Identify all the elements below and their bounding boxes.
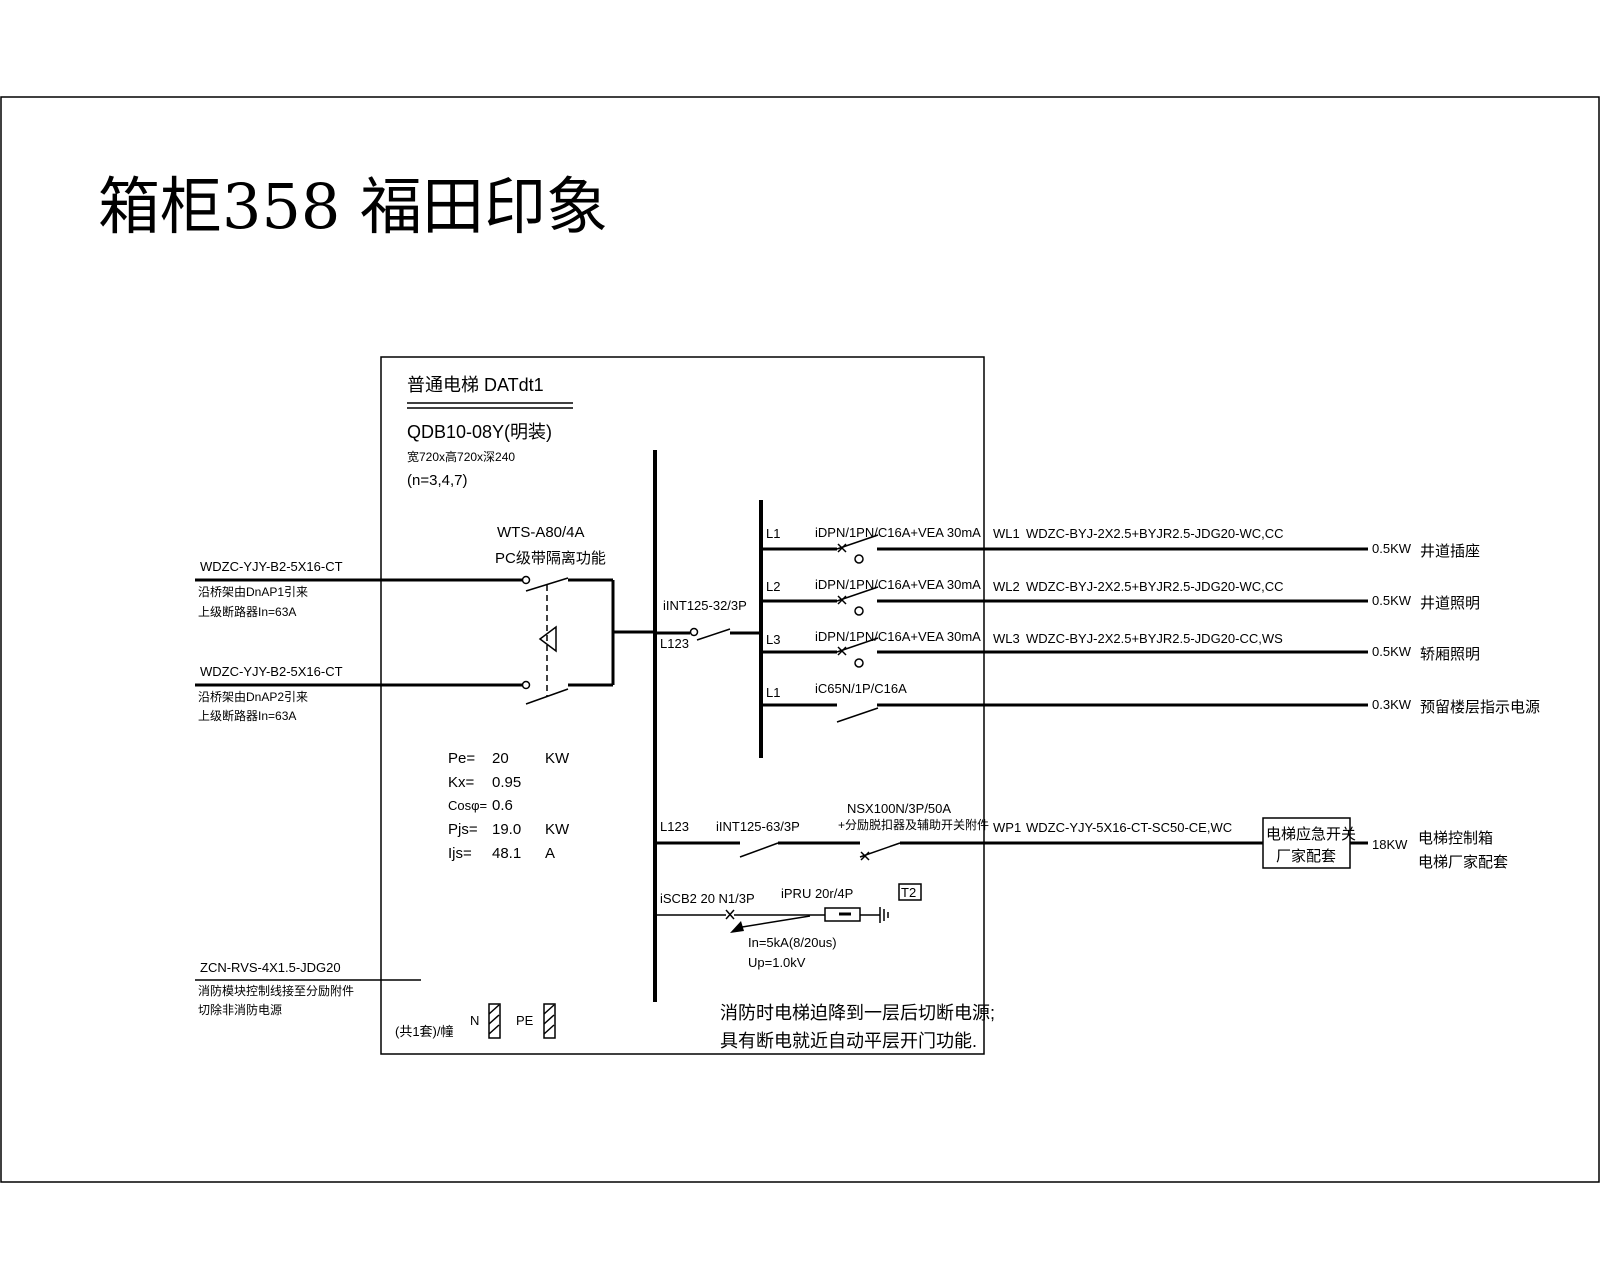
- feeder-1-desc: 井道插座: [1420, 543, 1480, 560]
- sheet-frame: [0, 96, 1600, 1183]
- spd-breaker: iSCB2 20 N1/3P: [660, 891, 755, 906]
- power-feeder-load: 18KW: [1372, 837, 1408, 852]
- pe-bar-hatch: [543, 1004, 555, 1035]
- svg-text:Cosφ=: Cosφ=: [448, 798, 487, 813]
- spd-tag: T2: [901, 885, 916, 900]
- note-line-1: 消防时电梯迫降到一层后切断电源;: [720, 1003, 995, 1023]
- n-bar: [488, 1003, 501, 1039]
- panel-size: 宽720x高720x深240: [407, 449, 515, 464]
- panel-name: 普通电梯 DATdt1: [407, 375, 544, 395]
- svg-text:Ijs=: Ijs=: [448, 845, 472, 862]
- incoming-2-note2: 上级断路器In=63A: [198, 708, 296, 723]
- panel-floors: (n=3,4,7): [407, 472, 467, 489]
- switch-box-line2: 厂家配套: [1276, 848, 1336, 865]
- svg-text:48.1: 48.1: [492, 845, 521, 862]
- feeder-3-breaker: iDPN/1PN/C16A+VEA 30mA: [815, 629, 981, 644]
- feeder-3-circuit: WL3: [993, 631, 1020, 646]
- power-feeder-desc2: 电梯厂家配套: [1418, 854, 1508, 871]
- panel-model: QDB10-08Y(明装): [407, 422, 552, 442]
- svg-text:0.95: 0.95: [492, 774, 521, 791]
- power-feeder-circuit: WP1: [993, 820, 1021, 835]
- power-feeder: L123 iINT125-63/3P NSX100N/3P/50A +分励脱扣器…: [657, 801, 1508, 871]
- svg-text:20: 20: [492, 750, 509, 767]
- ats-model: WTS-A80/4A: [497, 524, 585, 541]
- feeder-4-load: 0.3KW: [1372, 697, 1412, 712]
- incoming-2-note1: 沿桥架由DnAP2引来: [198, 690, 308, 704]
- spd-in-value: In=5kA(8/20us): [748, 935, 837, 950]
- note-line-2: 具有断电就近自动平层开门功能.: [720, 1031, 977, 1051]
- control-note1: 消防模块控制线接至分励附件: [198, 983, 354, 998]
- feeder-3-cable: WDZC-BYJ-2X2.5+BYJR2.5-JDG20-CC,WS: [1026, 631, 1283, 646]
- svg-text:Pjs=: Pjs=: [448, 821, 478, 838]
- feeder-1-circuit: WL1: [993, 526, 1020, 541]
- feeder-2-desc: 井道照明: [1420, 595, 1480, 612]
- svg-text:0.6: 0.6: [492, 797, 513, 814]
- svg-text:A: A: [545, 845, 555, 862]
- power-feeder-breaker: NSX100N/3P/50A: [847, 801, 951, 816]
- feeder-2-phase: L2: [766, 579, 780, 594]
- load-parameters: Pe= 20 KW Kx= 0.95 Cosφ= 0.6 Pjs= 19.0 K…: [448, 750, 570, 862]
- switch-box-line1: 电梯应急开关: [1266, 825, 1356, 843]
- feeder-2-cable: WDZC-BYJ-2X2.5+BYJR2.5-JDG20-WC,CC: [1026, 579, 1284, 594]
- main-breaker-symbol: [657, 627, 761, 641]
- power-feeder-phase: L123: [660, 819, 689, 834]
- svg-text:Pe=: Pe=: [448, 750, 475, 767]
- n-bar-hatch: [488, 1004, 500, 1035]
- pe-bar: [543, 1003, 556, 1039]
- main-breaker-model: iINT125-32/3P: [663, 598, 747, 613]
- incoming-2-contact: [521, 680, 531, 690]
- drawing-title: 箱柜358 福田印象: [98, 170, 608, 243]
- svg-text:Kx=: Kx=: [448, 774, 475, 791]
- svg-text:KW: KW: [545, 821, 570, 838]
- incoming-2-cable: WDZC-YJY-B2-5X16-CT: [200, 664, 343, 679]
- ats-switch-symbol: [525, 577, 657, 705]
- feeder-4-breaker: iC65N/1P/C16A: [815, 681, 907, 696]
- incoming-1-cable: WDZC-YJY-B2-5X16-CT: [200, 559, 343, 574]
- power-feeder-isolator: iINT125-63/3P: [716, 819, 800, 834]
- svg-text:KW: KW: [545, 750, 570, 767]
- feeder-1-cable: WDZC-BYJ-2X2.5+BYJR2.5-JDG20-WC,CC: [1026, 526, 1284, 541]
- feeder-1: L1 iDPN/1PN/C16A+VEA 30mA WL1 WDZC-BYJ-2…: [761, 525, 1480, 564]
- power-feeder-desc1: 电梯控制箱: [1418, 830, 1493, 847]
- feeder-3-desc: 轿厢照明: [1420, 646, 1480, 663]
- main-breaker-phase: L123: [660, 636, 689, 651]
- svg-text:19.0: 19.0: [492, 821, 521, 838]
- feeder-2: L2 iDPN/1PN/C16A+VEA 30mA WL2 WDZC-BYJ-2…: [761, 577, 1480, 616]
- incoming-1-contact: [521, 575, 531, 585]
- feeder-3-load: 0.5KW: [1372, 644, 1412, 659]
- feeder-1-phase: L1: [766, 526, 780, 541]
- feeder-2-circuit: WL2: [993, 579, 1020, 594]
- n-bar-label: N: [470, 1013, 479, 1028]
- pe-bar-label: PE: [516, 1013, 534, 1028]
- feeder-2-load: 0.5KW: [1372, 593, 1412, 608]
- spd-branch: iSCB2 20 N1/3P iPRU 20r/4P T2 In=5kA(8/2…: [657, 883, 922, 970]
- power-feeder-breaker-note: +分励脱扣器及辅助开关附件: [838, 817, 989, 832]
- spd-tag-box: [898, 883, 922, 901]
- spd-model: iPRU 20r/4P: [781, 886, 853, 901]
- control-note2: 切除非消防电源: [198, 1002, 282, 1017]
- incoming-1-note2: 上级断路器In=63A: [198, 604, 296, 619]
- spd-up-value: Up=1.0kV: [748, 955, 806, 970]
- feeder-4-desc: 预留楼层指示电源: [1420, 699, 1540, 716]
- feeder-3-phase: L3: [766, 632, 780, 647]
- feeder-4-phase: L1: [766, 685, 780, 700]
- power-feeder-cable: WDZC-YJY-5X16-CT-SC50-CE,WC: [1026, 820, 1232, 835]
- feeder-3: L3 iDPN/1PN/C16A+VEA 30mA WL3 WDZC-BYJ-2…: [761, 629, 1480, 668]
- incoming-1-note1: 沿桥架由DnAP1引来: [198, 585, 308, 599]
- feeder-2-breaker: iDPN/1PN/C16A+VEA 30mA: [815, 577, 981, 592]
- ats-desc: PC级带隔离功能: [495, 550, 606, 567]
- control-cable: ZCN-RVS-4X1.5-JDG20: [200, 960, 341, 975]
- sets-count: (共1套)/幢: [395, 1024, 454, 1039]
- feeder-1-breaker: iDPN/1PN/C16A+VEA 30mA: [815, 525, 981, 540]
- feeder-4: L1 iC65N/1P/C16A 0.3KW 预留楼层指示电源: [761, 681, 1540, 723]
- feeder-1-load: 0.5KW: [1372, 541, 1412, 556]
